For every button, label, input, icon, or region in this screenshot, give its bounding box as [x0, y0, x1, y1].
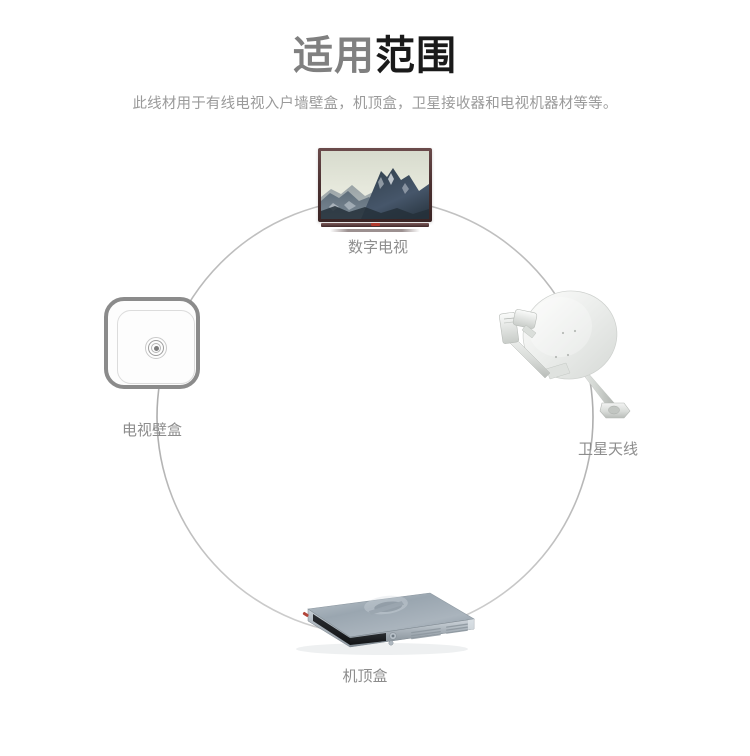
node-digital-tv: 数字电视: [318, 148, 438, 256]
tv-bezel: [318, 148, 432, 222]
page-subtitle: 此线材用于有线电视入户墙壁盒，机顶盒，卫星接收器和电视机器材等等。: [132, 96, 618, 112]
coax-connector-ring-inner: [151, 343, 161, 353]
page-title-part-1: 适用: [293, 34, 375, 78]
wall-box-frame: [104, 297, 200, 389]
node-set-top-box: 机顶盒: [280, 583, 480, 685]
satellite-dish-illustration: [499, 290, 631, 419]
page-title-part-2: 范围: [375, 34, 457, 78]
page-title: 适用范围: [0, 0, 750, 78]
tv-screen: [321, 151, 429, 219]
set-top-box-illustration: [296, 592, 475, 655]
tv-stand: [330, 229, 420, 232]
coax-connector-ring-outer: [145, 337, 167, 359]
label-set-top-box: 机顶盒: [342, 668, 388, 685]
wall-box-inner-frame: [117, 310, 195, 384]
label-tv-wall-box: 电视壁盒: [121, 422, 182, 439]
node-satellite-dish: 卫星天线: [488, 285, 648, 458]
page-header: 适用范围 此线材用于有线电视入户墙壁盒，机顶盒，卫星接收器和电视机器材等等。: [0, 0, 750, 113]
label-satellite-dish: 卫星天线: [577, 441, 638, 458]
node-tv-wall-box: 电视壁盒: [104, 297, 204, 439]
coax-connector-ring-mid: [148, 340, 164, 356]
coax-connector-pin: [153, 345, 159, 351]
tv-brand-logo: [371, 223, 380, 226]
label-digital-tv: 数字电视: [347, 239, 408, 256]
mountain-landscape-image: [321, 151, 429, 219]
